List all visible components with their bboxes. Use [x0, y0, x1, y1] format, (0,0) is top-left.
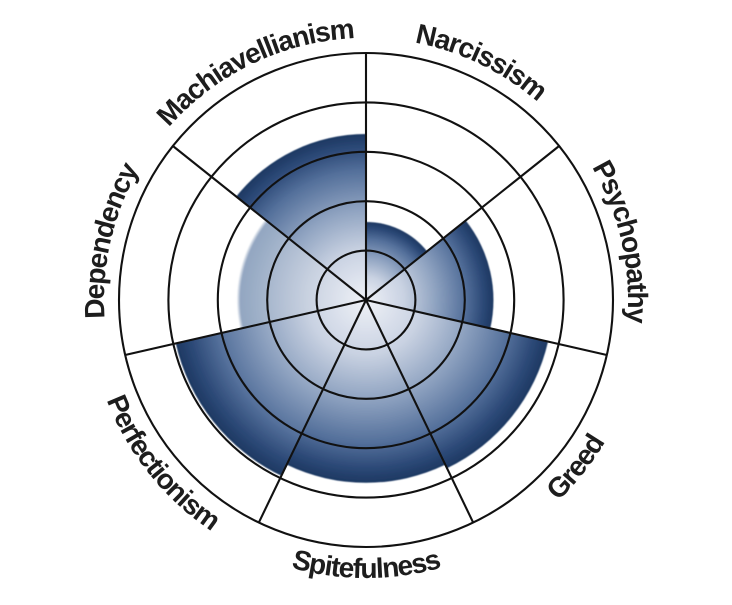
category-label-dependency: Dependency	[79, 157, 145, 320]
sector-greed	[366, 300, 549, 469]
sector-machiavellianism	[236, 134, 366, 300]
category-label-machiavellianism: Machiavellianism	[151, 13, 355, 131]
category-label-psychopathy: Psychopathy	[587, 155, 653, 325]
sector-psychopathy	[366, 220, 494, 329]
category-label-greed: Greed	[540, 429, 610, 505]
sector-dependency	[236, 219, 366, 329]
grid-spoke-1	[365, 145, 560, 301]
sector-spitefulness	[286, 300, 446, 483]
grid-spoke-4	[257, 299, 367, 523]
category-label-spitefulness: Spitefulness	[289, 543, 443, 584]
grid-spoke-3	[365, 299, 475, 523]
grid-spoke-5	[124, 298, 367, 356]
grid-spoke-6	[172, 145, 367, 301]
grid-spoke-2	[365, 298, 608, 356]
sector-perfectionism	[175, 300, 366, 476]
